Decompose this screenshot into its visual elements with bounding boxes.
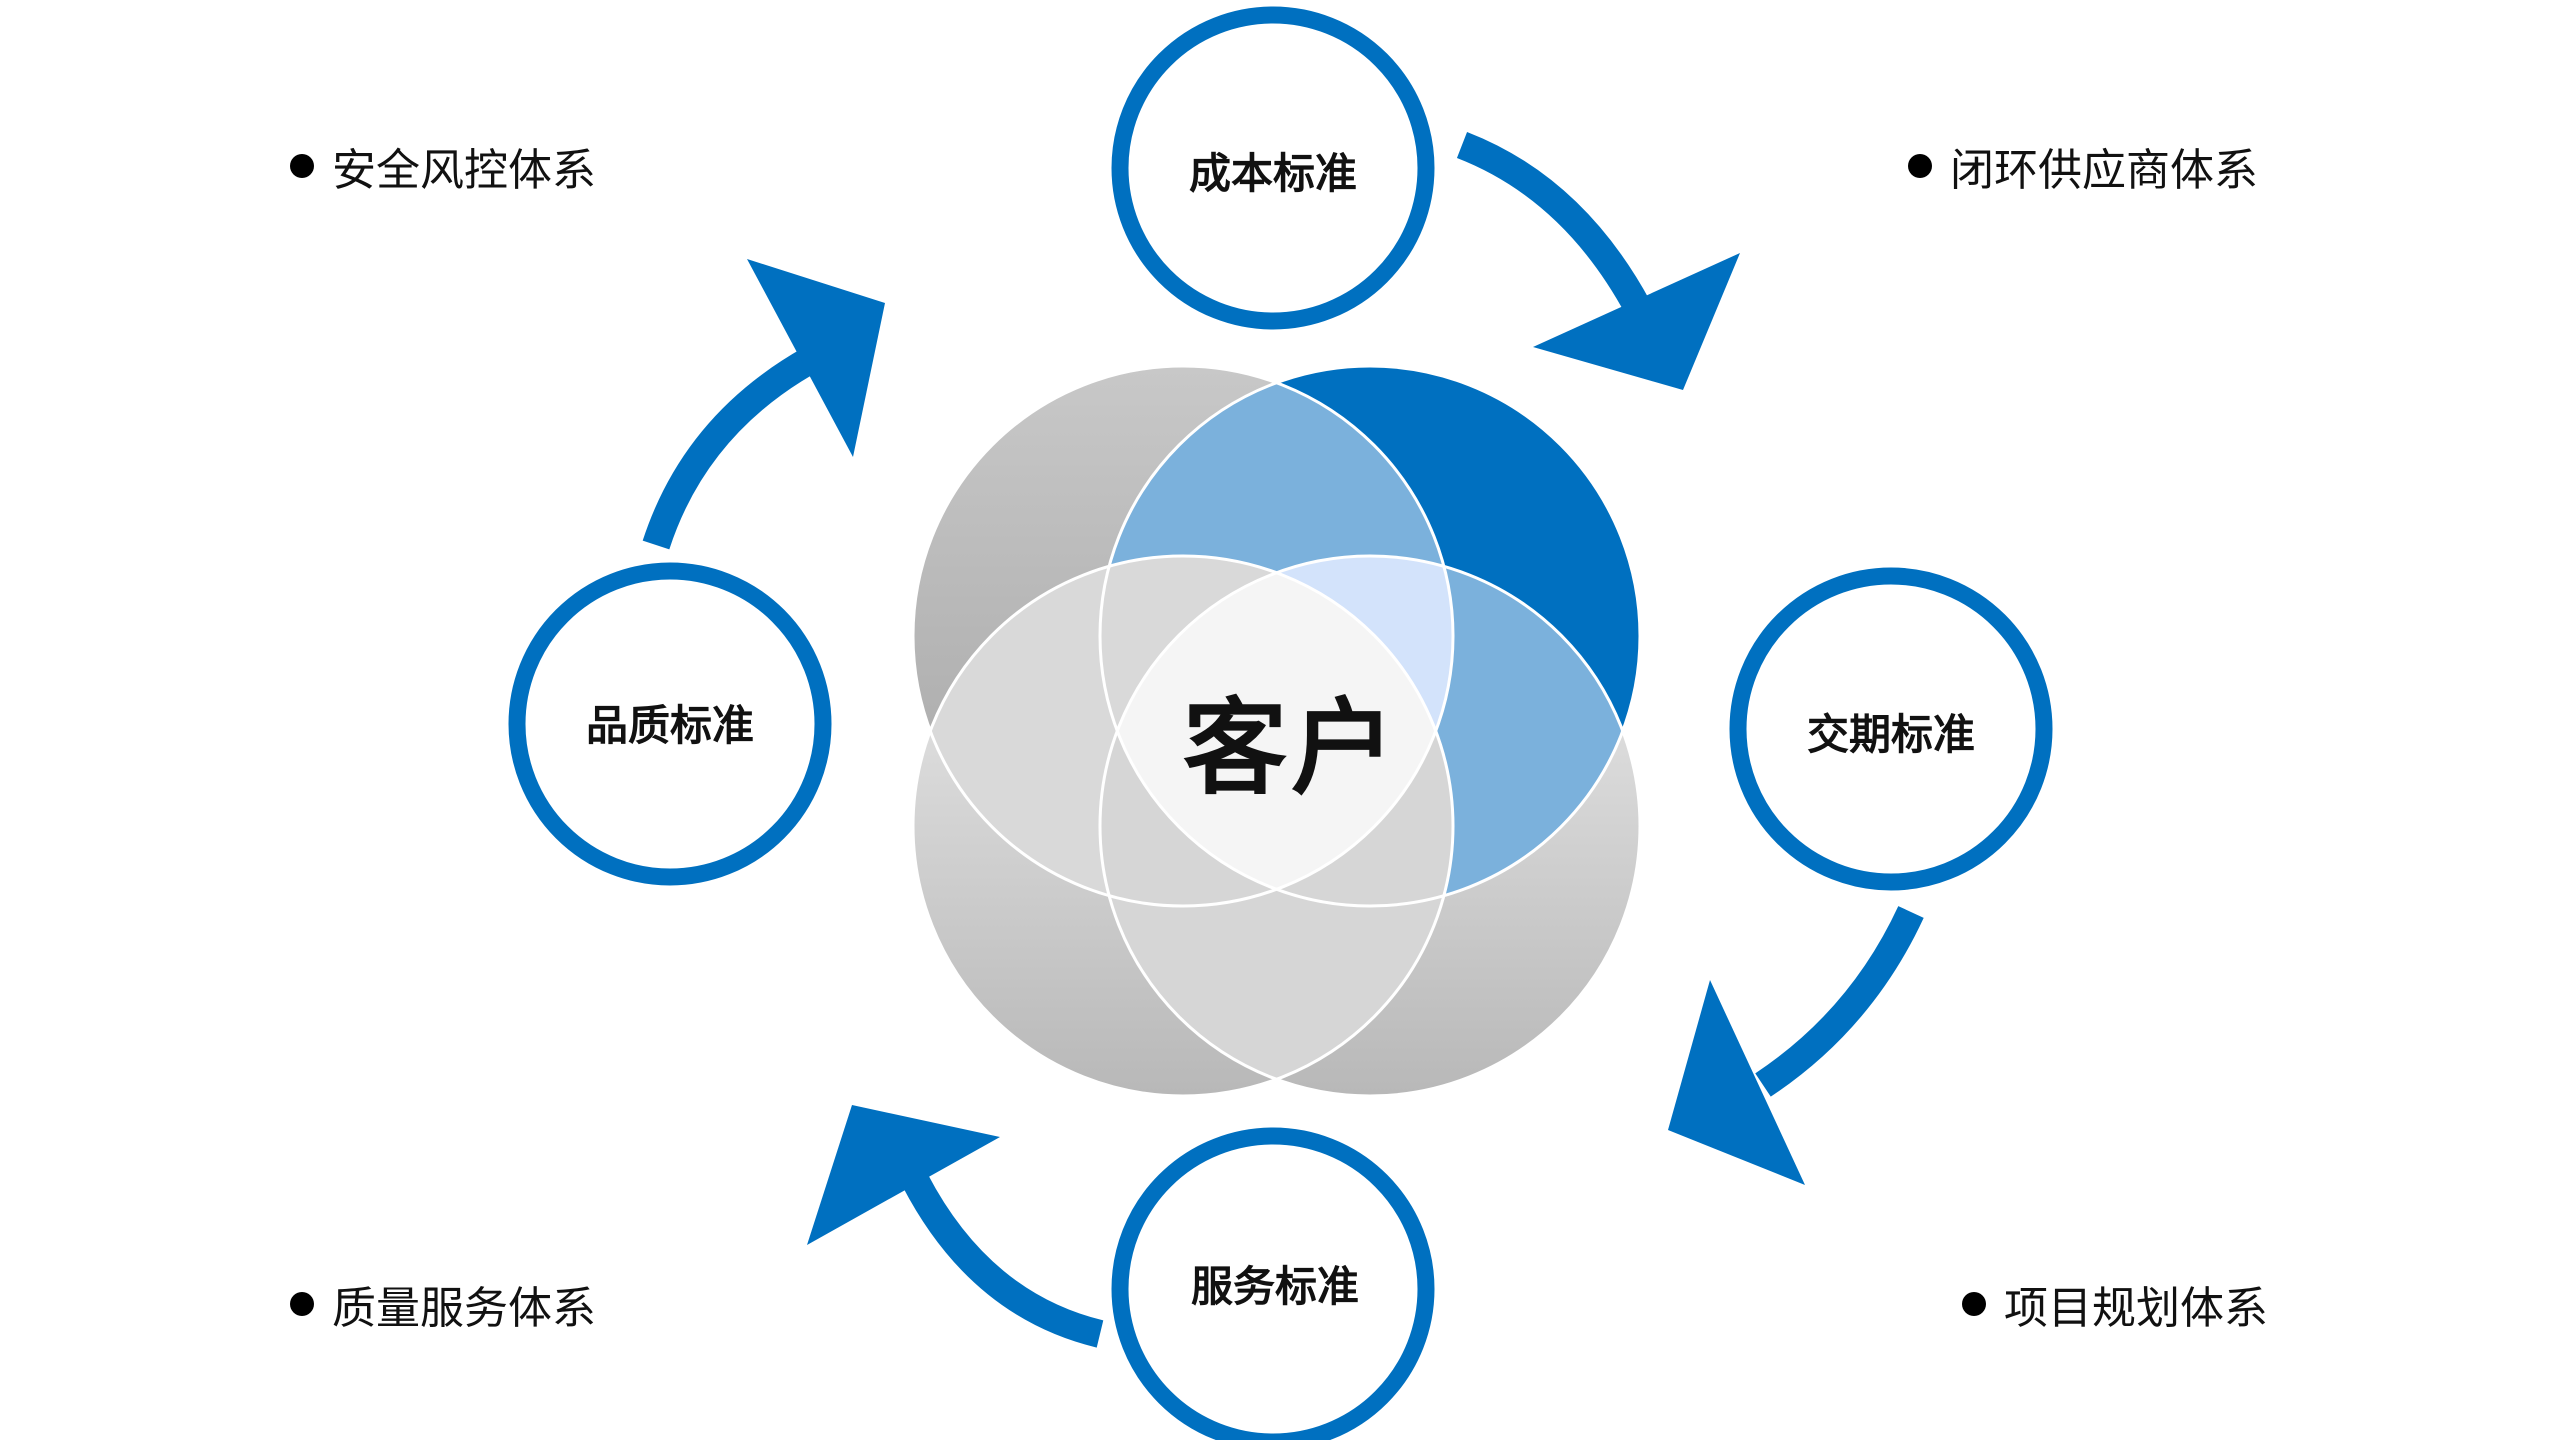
corner-label-top-left: 安全风控体系 — [290, 134, 596, 198]
corner-label-bottom-right: 项目规划体系 — [1962, 1272, 2268, 1336]
corner-label-bottom-left: 质量服务体系 — [290, 1272, 596, 1336]
bullet-icon — [290, 154, 314, 178]
arrowhead-cost-to-delivery — [1533, 253, 1740, 390]
ring-label-cost: 成本标准 — [1188, 148, 1357, 198]
corner-text-top-right: 闭环供应商体系 — [1950, 145, 2258, 196]
corner-text-top-left: 安全风控体系 — [332, 145, 596, 196]
ring-service — [1111, 1127, 1435, 1440]
bullet-icon — [1962, 1292, 1986, 1316]
arrowhead-quality-to-cost — [747, 259, 885, 457]
venn-center — [1100, 556, 1453, 906]
arrowhead-service-to-quality — [807, 1105, 1000, 1245]
ring-delivery — [1729, 567, 2053, 891]
arrow-service-to-quality — [902, 1173, 1104, 1348]
ring-label-quality: 品质标准 — [585, 700, 754, 750]
bullet-icon — [1908, 154, 1932, 178]
center-label: 客户 — [1182, 686, 1399, 809]
arrow-delivery-to-service — [1755, 906, 1924, 1097]
corner-text-bottom-left: 质量服务体系 — [332, 1283, 596, 1334]
venn-group — [911, 364, 1642, 1098]
arrow-cost-to-delivery — [1456, 131, 1651, 315]
ring-label-service: 服务标准 — [1190, 1261, 1359, 1311]
corner-label-top-right: 闭环供应商体系 — [1908, 134, 2258, 198]
ring-label-delivery: 交期标准 — [1806, 709, 1975, 759]
ring-cost — [1111, 6, 1435, 330]
corner-text-bottom-right: 项目规划体系 — [2004, 1283, 2268, 1334]
ring-quality — [508, 562, 832, 886]
bullet-icon — [290, 1292, 314, 1316]
arrowhead-delivery-to-service — [1668, 980, 1805, 1185]
arrow-quality-to-cost — [642, 347, 817, 550]
